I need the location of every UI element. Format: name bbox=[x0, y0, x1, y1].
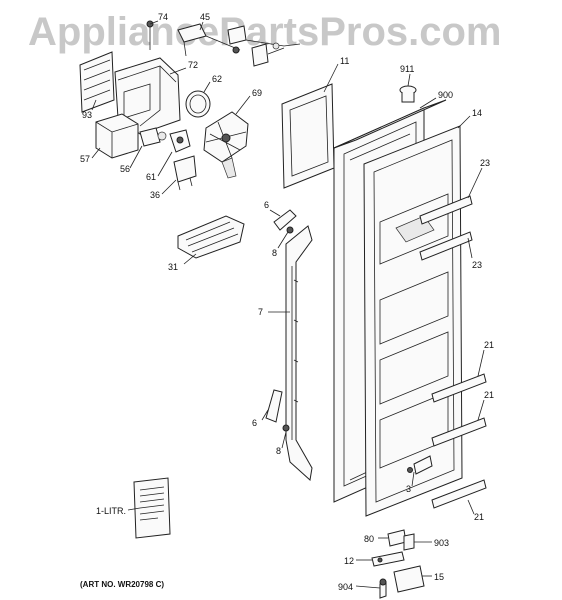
callout-61: 61 bbox=[146, 172, 157, 182]
callout-3: 3 bbox=[406, 484, 412, 494]
callout-93: 93 bbox=[82, 110, 93, 120]
switch-36 bbox=[173, 155, 197, 191]
callout-15: 15 bbox=[434, 572, 445, 582]
screw-904 bbox=[379, 578, 387, 599]
callout-21-b: 21 bbox=[484, 390, 495, 400]
shelf-bar-21-a bbox=[431, 373, 487, 403]
callout-23-lower: 23 bbox=[472, 260, 483, 270]
callout-31: 31 bbox=[168, 262, 179, 272]
part-15 bbox=[393, 565, 425, 593]
handle-7 bbox=[285, 225, 313, 481]
part-3 bbox=[407, 455, 433, 475]
callout-6-upper: 6 bbox=[264, 200, 270, 210]
screw-8-lower bbox=[282, 424, 290, 432]
callout-11: 11 bbox=[340, 56, 350, 66]
callout-36: 36 bbox=[150, 190, 161, 200]
callout-7: 7 bbox=[258, 307, 264, 317]
part-56 bbox=[139, 127, 167, 147]
callout-903: 903 bbox=[434, 538, 450, 548]
solenoid-57 bbox=[95, 113, 139, 159]
callout-74: 74 bbox=[158, 12, 169, 22]
callout-72: 72 bbox=[188, 60, 199, 70]
callout-911: 911 bbox=[400, 64, 415, 74]
callout-56: 56 bbox=[120, 164, 131, 174]
callout-21-a: 21 bbox=[484, 340, 495, 350]
leader-lines bbox=[91, 20, 485, 589]
door-liner-14 bbox=[363, 125, 463, 517]
callout-45: 45 bbox=[200, 12, 211, 22]
part-80 bbox=[387, 529, 407, 547]
part-61 bbox=[169, 129, 191, 153]
part-903 bbox=[403, 533, 415, 551]
callout-6-lower: 6 bbox=[252, 418, 258, 428]
ice-chute-31 bbox=[177, 215, 245, 259]
callout-57: 57 bbox=[80, 154, 91, 164]
callout-900: 900 bbox=[438, 90, 454, 100]
callout-12: 12 bbox=[344, 556, 355, 566]
part-62 bbox=[185, 90, 211, 118]
callout-62: 62 bbox=[212, 74, 223, 84]
callout-8-upper: 8 bbox=[272, 248, 278, 258]
callout-14: 14 bbox=[472, 108, 483, 118]
callout-80: 80 bbox=[364, 534, 375, 544]
motor-fan-69 bbox=[203, 111, 249, 179]
callout-1-litr: 1-LITR. bbox=[96, 506, 127, 516]
dispenser-cover-11 bbox=[281, 83, 335, 189]
shelf-bar-23-upper bbox=[419, 195, 473, 225]
shelf-bar-21-b bbox=[431, 417, 487, 447]
art-number: (ART NO. WR20798 C) bbox=[80, 580, 165, 589]
part-12 bbox=[371, 551, 405, 567]
callout-904: 904 bbox=[338, 582, 354, 592]
part-911 bbox=[399, 85, 417, 103]
callout-23-upper: 23 bbox=[480, 158, 491, 168]
handle-cap-6-upper bbox=[273, 209, 297, 231]
callout-69: 69 bbox=[252, 88, 263, 98]
callout-8-lower: 8 bbox=[276, 446, 282, 456]
dispenser-housing-93 bbox=[79, 51, 115, 113]
screw-8-upper bbox=[286, 226, 294, 234]
callout-21-c: 21 bbox=[474, 512, 485, 522]
literature-booklet bbox=[133, 477, 171, 539]
shelf-bar-21-c bbox=[431, 479, 487, 509]
handle-cap-6-lower bbox=[265, 389, 283, 423]
bracket-assembly-45 bbox=[177, 23, 301, 67]
shelf-bar-23-lower bbox=[419, 231, 473, 261]
part-74 bbox=[146, 20, 154, 50]
